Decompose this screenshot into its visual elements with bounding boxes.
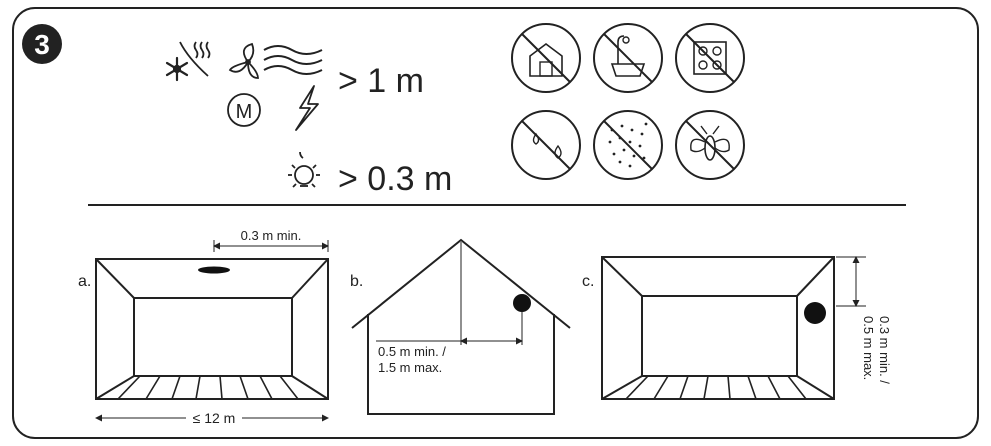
- step-badge: 3: [22, 24, 62, 64]
- heat-waves-icon: [179, 41, 211, 77]
- diagram-c-side-dim-line2: 0.5 m max.: [861, 316, 876, 380]
- heat-sources-distance: > 1 m: [338, 62, 424, 100]
- diagram-a-sensor: [198, 266, 230, 274]
- snowflake-icon: [165, 56, 189, 82]
- diagram-a-room: [95, 258, 329, 400]
- diagram-c-side-dim-line1: 0.3 m min. /: [877, 316, 892, 384]
- no-outdoor-icon: [511, 23, 581, 93]
- no-dust-icon: [593, 110, 663, 180]
- lamp-distance: > 0.3 m: [338, 160, 452, 198]
- lightning-icon: [295, 85, 319, 131]
- no-insects-icon: [675, 110, 745, 180]
- diagram-c-label: c.: [582, 273, 594, 290]
- no-water-drops-icon: [511, 110, 581, 180]
- diagram-a-top-dim: 0.3 m min.: [241, 228, 302, 243]
- diagram-c-sensor: [804, 302, 826, 324]
- light-bulb-icon: [288, 151, 320, 188]
- no-bathroom-icon: [593, 23, 663, 93]
- diagram-b-sensor: [513, 294, 531, 312]
- diagram-b-dim-line2: 1.5 m max.: [378, 360, 442, 375]
- diagram-c-room: [601, 256, 835, 400]
- step-number: 3: [34, 29, 50, 60]
- no-kitchen-icon: [675, 23, 745, 93]
- air-flow-icon: [263, 45, 323, 75]
- diagram-b-label: b.: [350, 273, 363, 290]
- diagram-a-label: a.: [78, 273, 91, 290]
- outer-frame: [12, 7, 979, 439]
- motor-icon: M: [227, 93, 261, 127]
- diagram-b-dim-line1: 0.5 m min. /: [378, 344, 446, 359]
- fan-icon: [228, 42, 259, 79]
- diagram-a-bottom-dim: ≤ 12 m: [193, 410, 236, 426]
- diagram-b-house: [351, 238, 571, 415]
- svg-text:M: M: [236, 101, 253, 123]
